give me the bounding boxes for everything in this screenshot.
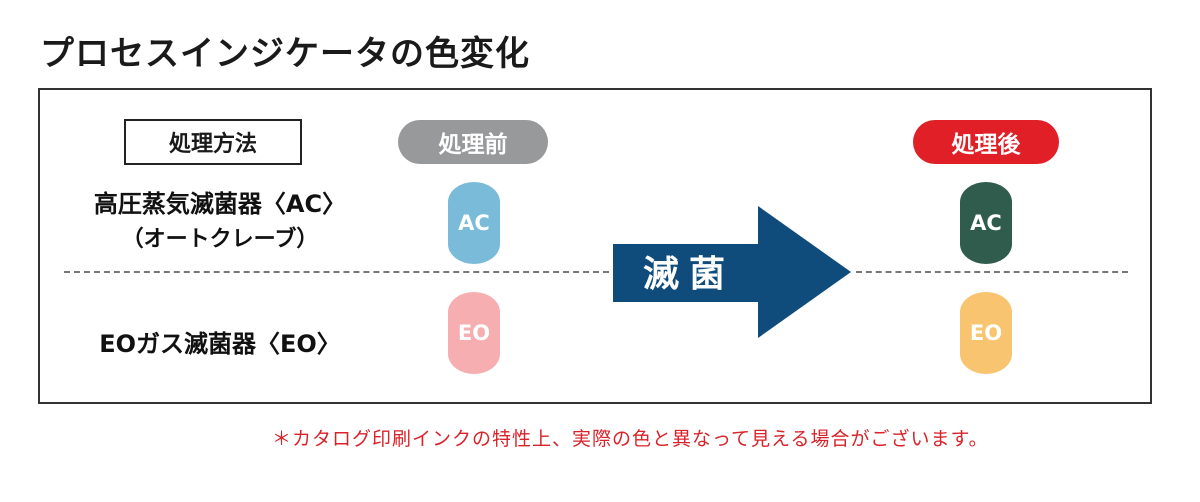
eo-after-tube: EO xyxy=(960,292,1012,374)
row-divider-right xyxy=(856,271,1128,273)
eo-before-tube: EO xyxy=(448,292,500,374)
before-treatment-label: 処理前 xyxy=(398,120,548,164)
eo-method-label: EOガス滅菌器〈EO〉 xyxy=(99,330,341,358)
ac-method-name: 高圧蒸気滅菌器〈AC〉 xyxy=(93,190,347,218)
page-title: プロセスインジケータの色変化 xyxy=(40,34,530,74)
method-header: 処理方法 xyxy=(124,119,302,165)
indicator-panel xyxy=(38,88,1152,404)
ac-method-subname: （オートクレーブ） xyxy=(121,227,319,252)
after-treatment-label: 処理後 xyxy=(913,120,1059,164)
row-divider-left xyxy=(64,271,609,273)
ac-method-label: 高圧蒸気滅菌器〈AC〉 （オートクレーブ） xyxy=(60,186,380,258)
ac-before-tube: AC xyxy=(448,182,500,264)
disclaimer-note: ＊カタログ印刷インクの特性上、実際の色と異なって見える場合がございます。 xyxy=(272,428,989,450)
sterilization-arrow xyxy=(613,206,851,338)
arrow-label: 滅菌 xyxy=(642,254,735,295)
ac-after-tube: AC xyxy=(960,182,1012,264)
